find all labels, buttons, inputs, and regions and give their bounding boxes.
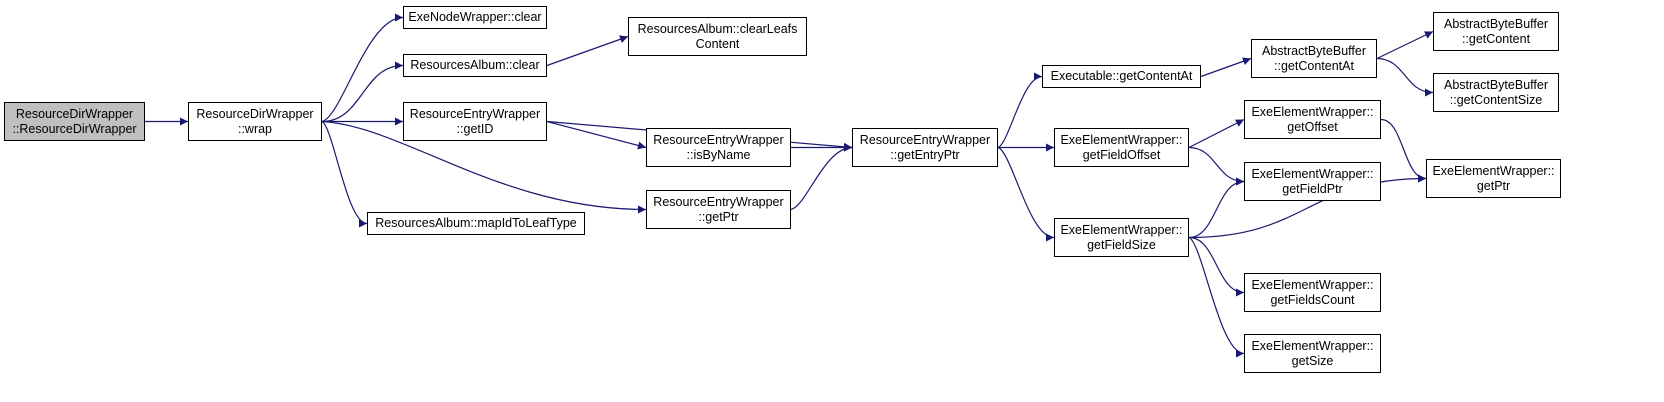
node-label-line: ResourcesAlbum::clear [410,58,540,72]
node-abstractbytebuffer-getcontentsize[interactable]: AbstractByteBuffer ::getContentSize [1433,73,1559,112]
node-label-line: ::getContentSize [1449,92,1543,107]
node-label-line: AbstractByteBuffer [1444,77,1548,92]
node-label-line: ::getPtr [698,209,739,224]
node-label-line: getFieldOffset [1082,147,1161,162]
call-edge-n1-n5 [321,120,368,228]
call-edge-n3-n6 [546,35,629,67]
node-resourcedirwrapper-wrap[interactable]: ResourceDirWrapper ::wrap [188,102,322,141]
node-exeelementwrapper-getfieldoffset[interactable]: ExeElementWrapper:: getFieldOffset [1054,128,1189,167]
call-edge-n9-n12 [997,146,1055,242]
node-resourcesalbum-clearleafscontent[interactable]: ResourcesAlbum::clearLeafs Content [628,17,807,56]
node-label-line: Content [695,36,740,51]
node-label-line: ExeElementWrapper:: [1251,338,1374,353]
call-edge-n12-n17 [1188,236,1245,358]
node-label-line: ResourcesAlbum::mapIdToLeafType [375,216,577,230]
node-resourcesalbum-clear[interactable]: ResourcesAlbum::clear [403,54,547,77]
node-label-line: ResourceDirWrapper [15,106,134,121]
node-label-line: ResourceEntryWrapper [653,194,784,209]
node-abstractbytebuffer-getcontent[interactable]: AbstractByteBuffer ::getContent [1433,12,1559,51]
node-label-line: ::isByName [686,147,751,162]
node-label-line: ::getContent [1461,31,1531,46]
node-label-line: getFieldsCount [1270,292,1355,307]
call-edge-n13-n19 [1376,57,1434,97]
call-edge-n14-n20 [1380,118,1427,183]
node-label-line: ExeElementWrapper:: [1432,163,1555,178]
node-resourcesalbum-mapidtoleaftype[interactable]: ResourcesAlbum::mapIdToLeafType [367,212,585,235]
node-label-line: ::getID [456,121,494,136]
call-edge-n13-n18 [1376,30,1434,60]
node-resourceentrywrapper-isbyname[interactable]: ResourceEntryWrapper ::isByName [646,128,791,167]
node-abstractbytebuffer-getcontentat[interactable]: AbstractByteBuffer ::getContentAt [1251,39,1377,78]
node-label-line: AbstractByteBuffer [1262,43,1366,58]
node-exeelementwrapper-getptr[interactable]: ExeElementWrapper:: getPtr [1426,159,1561,198]
node-label-line: getFieldPtr [1282,181,1343,196]
node-label-line: getFieldSize [1087,237,1156,252]
node-label-line: ExeElementWrapper:: [1060,222,1183,237]
node-label-line: ExeElementWrapper:: [1251,104,1374,119]
node-resourceentrywrapper-getptr[interactable]: ResourceEntryWrapper ::getPtr [646,190,791,229]
node-resourceentrywrapper-getentryptr[interactable]: ResourceEntryWrapper ::getEntryPtr [852,128,998,167]
node-exeelementwrapper-getfieldptr[interactable]: ExeElementWrapper:: getFieldPtr [1244,162,1381,201]
node-label-line: getOffset [1287,119,1338,134]
node-label-line: ResourceEntryWrapper [409,106,541,121]
call-edge-n12-n16 [1188,236,1245,297]
node-label-line: ResourceEntryWrapper [653,132,784,147]
node-exeelementwrapper-getsize[interactable]: ExeElementWrapper:: getSize [1244,334,1381,373]
node-resourcedirwrapper-constructor: ResourceDirWrapper ::ResourceDirWrapper [4,102,145,141]
node-label-line: ExeElementWrapper:: [1251,166,1374,181]
node-label-line: Executable::getContentAt [1050,69,1193,83]
node-label-line: ExeNodeWrapper::clear [408,10,542,24]
node-label-line: getPtr [1476,178,1511,193]
node-label-line: ExeElementWrapper:: [1251,277,1374,292]
node-label-line: ResourceDirWrapper [196,106,314,121]
node-exeelementwrapper-getoffset[interactable]: ExeElementWrapper:: getOffset [1244,100,1381,139]
node-label-line: ::ResourceDirWrapper [12,121,137,136]
call-edge-n1-n8 [321,120,647,214]
call-edge-n1-n3 [321,61,404,123]
node-label-line: ::wrap [237,121,273,136]
node-label-line: AbstractByteBuffer [1444,16,1548,31]
call-edge-n12-n15 [1188,177,1245,239]
node-label-line: ResourceEntryWrapper [859,132,991,147]
call-edge-n4-n7 [546,120,647,150]
node-label-line: ::getEntryPtr [890,147,960,162]
node-label-line: ExeElementWrapper:: [1060,132,1183,147]
node-exeelementwrapper-getfieldscount[interactable]: ExeElementWrapper:: getFieldsCount [1244,273,1381,312]
node-exenodewrapper-clear[interactable]: ExeNodeWrapper::clear [403,6,547,29]
call-edge-n11-n15 [1188,146,1245,186]
node-executable-getcontentat[interactable]: Executable::getContentAt [1042,65,1201,88]
call-edge-n11-n14 [1188,118,1245,149]
node-label-line: getSize [1291,353,1334,368]
node-label-line: ResourcesAlbum::clearLeafs [637,21,798,36]
call-edge-n8-n9 [790,143,853,211]
node-exeelementwrapper-getfieldsize[interactable]: ExeElementWrapper:: getFieldSize [1054,218,1189,257]
node-resourceentrywrapper-getid[interactable]: ResourceEntryWrapper ::getID [403,102,547,141]
call-edge-n1-n2 [321,13,404,123]
node-label-line: ::getContentAt [1274,58,1354,73]
call-edge-n9-n10 [997,72,1043,149]
call-edge-n12-n20 [1188,174,1427,239]
call-edge-n10-n13 [1200,57,1252,78]
